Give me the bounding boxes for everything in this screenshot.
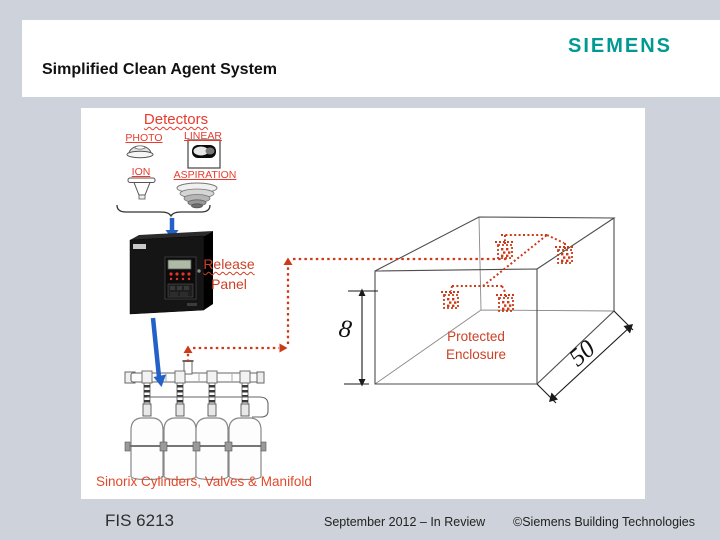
cylinder-manifold-graphic <box>124 360 269 481</box>
height-dimension <box>344 288 378 387</box>
aspiration-detector-label: ASPIRATION <box>173 169 237 181</box>
depth-dimension <box>536 310 634 404</box>
protected-enclosure-label-line2: Enclosure <box>445 346 507 362</box>
nozzle-icon <box>495 294 517 312</box>
ion-detector-icon <box>127 177 156 200</box>
system-diagram <box>116 139 634 481</box>
panel-to-cylinders-arrow <box>150 317 166 387</box>
photo-detector-icon <box>126 145 154 159</box>
linear-detector-label: LINEAR <box>184 130 222 142</box>
linear-detector-icon <box>187 139 221 169</box>
release-panel-label: Release Panel <box>196 255 262 294</box>
release-panel-label-line1: Release <box>203 256 255 272</box>
footer-doc-id: FIS 6213 <box>105 511 174 530</box>
release-panel-label-line2: Panel <box>211 275 247 292</box>
footer-copyright: ©Siemens Building Technologies <box>513 515 696 529</box>
aspiration-detector-icon <box>176 182 218 209</box>
diagram-canvas: Detectors PHOTO LINEAR ION ASPIRATION Re… <box>81 108 645 499</box>
footer-status: September 2012 – In Review <box>324 515 486 529</box>
siemens-logo: SIEMENS <box>568 35 673 57</box>
protected-enclosure-label-line1: Protected <box>447 329 505 344</box>
protected-enclosure-label: Protected Enclosure <box>430 328 522 363</box>
ion-detector-label: ION <box>131 166 151 178</box>
nozzle-icon <box>554 246 576 264</box>
protected-enclosure-box <box>374 216 616 385</box>
cylinders-caption: Sinorix Cylinders, Valves & Manifold <box>96 474 312 489</box>
detectors-title: Detectors <box>143 111 209 128</box>
header-bar: Simplified Clean Agent System SIEMENS <box>22 20 720 97</box>
page-title: Simplified Clean Agent System <box>42 61 278 78</box>
nozzle-icon <box>440 291 462 309</box>
release-panel-graphic <box>129 231 213 315</box>
grouping-brace <box>116 204 211 218</box>
photo-detector-label: PHOTO <box>125 132 163 144</box>
discharge-pipe-path <box>183 234 576 362</box>
nozzle-icon <box>494 241 516 259</box>
